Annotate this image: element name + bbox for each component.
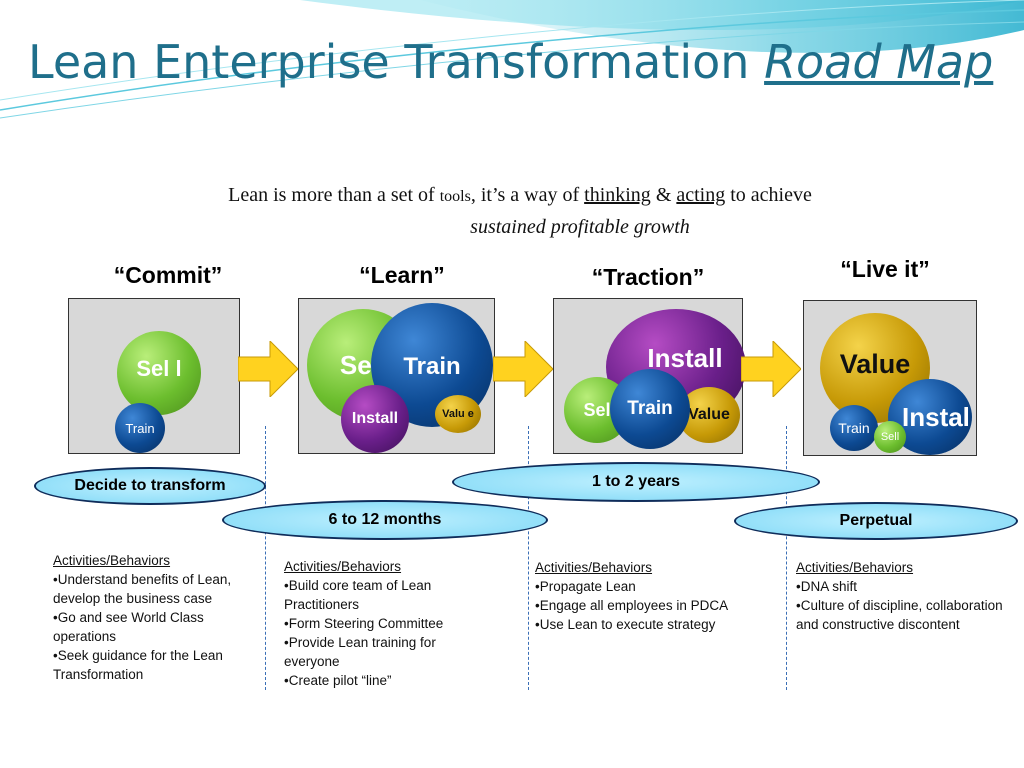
title-main: Lean Enterprise Transformation <box>28 35 765 89</box>
activity-item: •Go and see World Class operations <box>53 610 204 644</box>
activity-item: •Use Lean to execute strategy <box>535 617 716 632</box>
install-circle: Install <box>341 385 409 453</box>
arrow-right-icon <box>493 341 553 397</box>
activities-traction: Activities/Behaviors •Propagate Lean •En… <box>535 558 775 634</box>
stage-label-traction: “Traction” <box>591 264 705 290</box>
arrow-right-icon <box>741 341 801 397</box>
subtitle: Lean is more than a set of tools, it’s a… <box>80 180 960 242</box>
timeline-decide-to-transform: Decide to transform <box>34 467 266 505</box>
stage-label-live-it: “Live it” <box>840 256 930 282</box>
stage-label-learn: “Learn” <box>359 262 445 288</box>
page-title: Lean Enterprise Transformation Road Map <box>28 34 1008 90</box>
subtitle-line1: Lean is more than a set of tools, it’s a… <box>80 180 960 212</box>
activities-list: •DNA shift •Culture of discipline, colla… <box>796 577 1011 634</box>
train-circle: Train <box>830 405 878 451</box>
value-circle: Value <box>820 313 930 423</box>
timeline-6-to-12-months: 6 to 12 months <box>222 500 548 540</box>
activities-heading: Activities/Behaviors <box>284 559 402 574</box>
activities-list: •Propagate Lean •Engage all employees in… <box>535 577 775 634</box>
subtitle-acting: acting <box>676 184 726 206</box>
activities-learn: Activities/Behaviors •Build core team of… <box>284 557 484 690</box>
subtitle-line2: sustained profitable growth <box>470 216 690 238</box>
stage-box-learn: Sell Train Install Valu e <box>298 298 495 454</box>
subtitle-tools: tools <box>439 188 471 205</box>
stage-label-commit: “Commit” <box>113 262 223 288</box>
stage-divider <box>528 426 529 690</box>
activity-item: •Understand benefits of Lean, develop th… <box>53 572 232 606</box>
subtitle-part3: to achieve <box>725 184 812 206</box>
header-swoosh-decoration <box>0 0 1024 119</box>
subtitle-part2: , it’s a way of <box>470 184 585 206</box>
stage-divider <box>265 426 266 690</box>
subtitle-part1: Lean is more than a set of <box>228 184 440 206</box>
train-circle: Train <box>610 369 690 449</box>
activities-heading: Activities/Behaviors <box>535 560 653 575</box>
activity-item: •Build core team of Lean Practitioners <box>284 578 432 612</box>
activities-heading: Activities/Behaviors <box>796 560 914 575</box>
stage-divider <box>786 426 787 690</box>
stage-box-commit: Sel l Train <box>68 298 240 454</box>
title-emphasis: Road Map <box>764 35 994 89</box>
activity-item: •Culture of discipline, collaboration an… <box>796 598 1003 632</box>
arrow-right-icon <box>238 341 298 397</box>
timeline-1-to-2-years: 1 to 2 years <box>452 462 820 502</box>
activity-item: •Propagate Lean <box>535 579 636 594</box>
activities-list: •Build core team of Lean Practitioners •… <box>284 576 484 690</box>
subtitle-amp: & <box>650 184 677 206</box>
activities-list: •Understand benefits of Lean, develop th… <box>53 570 253 684</box>
sell-circle: Sel l <box>117 331 201 415</box>
activities-commit: Activities/Behaviors •Understand benefit… <box>53 551 253 684</box>
value-circle: Valu e <box>435 395 481 433</box>
activity-item: •Create pilot “line” <box>284 673 392 688</box>
activity-item: •Engage all employees in PDCA <box>535 598 729 613</box>
timeline-perpetual: Perpetual <box>734 502 1018 540</box>
stage-box-traction: Install Sel Value Train <box>553 298 746 454</box>
activities-heading: Activities/Behaviors <box>53 553 171 568</box>
activities-live-it: Activities/Behaviors •DNA shift •Culture… <box>796 558 1011 634</box>
activity-item: •DNA shift <box>796 579 857 594</box>
train-circle: Train <box>115 403 165 453</box>
activity-item: •Seek guidance for the Lean Transformati… <box>53 648 223 682</box>
activity-item: •Provide Lean training for everyone <box>284 635 436 669</box>
subtitle-line2-wrap: sustained profitable growth <box>80 212 960 242</box>
sell-circle: Sell <box>874 421 906 453</box>
activity-item: •Form Steering Committee <box>284 616 444 631</box>
stage-box-live-it: Value Instal Train Sell <box>803 300 977 456</box>
subtitle-thinking: thinking <box>584 184 651 206</box>
